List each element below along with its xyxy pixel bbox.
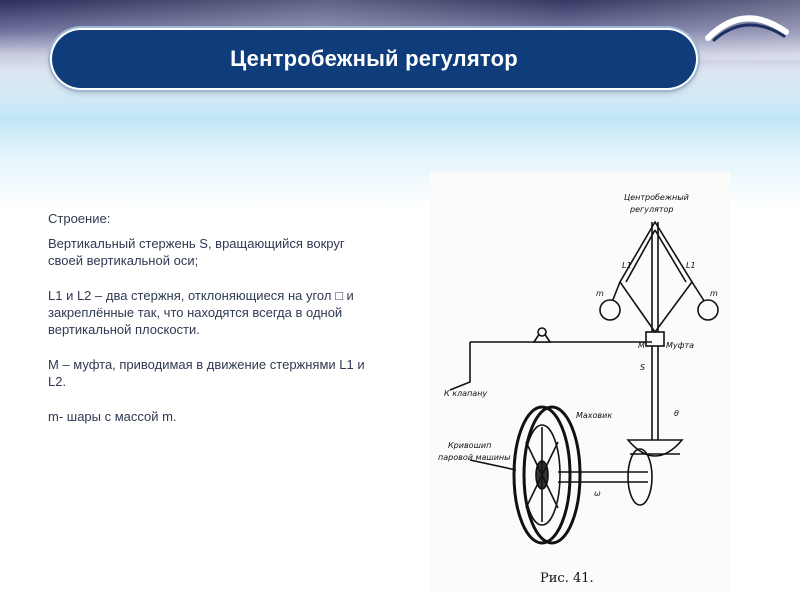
governor-mechanism [449, 220, 709, 545]
label-theta: θ [674, 409, 679, 418]
paragraph-coupling: М – муфта, приводимая в движение стержня… [48, 357, 365, 389]
label-omega: ω [594, 489, 601, 498]
label-crank-line1: Кривошип [448, 441, 491, 450]
label-mufta: Муфта [666, 341, 694, 350]
label-to-valve: К клапану [444, 389, 487, 398]
label-M: M [638, 341, 645, 350]
structure-heading: Строение: [48, 211, 111, 226]
label-m-left: m [596, 289, 604, 298]
label-governor-line1: Центробежный [624, 193, 689, 202]
label-governor-line2: регулятор [629, 205, 674, 214]
governor-diagram: Центробежный регулятор L1 L1 m m M Муфта… [430, 172, 730, 592]
figure-caption: Рис. 41. [540, 571, 594, 586]
label-m-right: m [710, 289, 718, 298]
left-ball [599, 299, 621, 321]
right-ball [697, 299, 719, 321]
text-content: Строение: Вертикальный стержень S, враща… [48, 210, 368, 433]
swoosh-logo-icon [705, 15, 789, 42]
paragraph-rod-s: Вертикальный стержень S, вращающийся вок… [48, 236, 345, 268]
paragraph-balls: m- шары с массой m. [48, 409, 177, 424]
paragraph-rods-l: L1 и L2 – два стержня, отклоняющиеся на … [48, 288, 354, 337]
label-l1-left: L1 [622, 261, 632, 270]
label-crank-line2: паровой машины [438, 453, 510, 462]
label-l1-right: L1 [686, 261, 696, 270]
label-S: S [640, 363, 645, 372]
slide-title: Центробежный регулятор [230, 46, 518, 71]
title-bar: Центробежный регулятор [52, 30, 696, 88]
label-flywheel: Маховик [576, 411, 612, 420]
governor-drawing: Центробежный регулятор L1 L1 m m M Муфта… [438, 193, 719, 586]
